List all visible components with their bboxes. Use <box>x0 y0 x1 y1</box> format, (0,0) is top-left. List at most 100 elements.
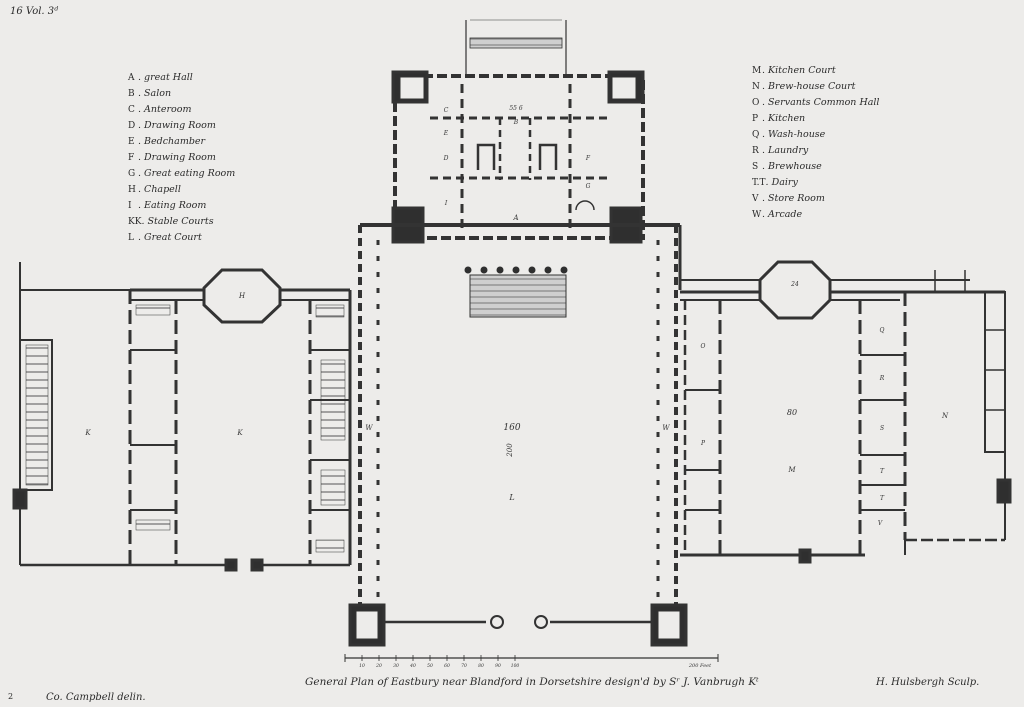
scale-tick-label: 80 <box>478 663 484 669</box>
label-room-T1: T <box>880 468 885 475</box>
legend-right-key: O <box>752 98 760 108</box>
label-room-E: E <box>443 130 449 137</box>
legend-separator: . <box>138 88 145 99</box>
label-room-I: I <box>444 200 448 207</box>
legend-left-entry: I. Eating Room <box>128 198 235 214</box>
legend-right-entry: W. Arcade <box>752 207 879 223</box>
legend-left-label: Eating Room <box>144 200 207 211</box>
legend-left-entry: D. Drawing Room <box>128 118 235 134</box>
legend-right-entry: V. Store Room <box>752 191 879 207</box>
legend-right-label: Brewhouse <box>768 161 822 172</box>
label-room-C: C <box>444 107 449 114</box>
scale-tick-label: 40 <box>409 663 416 669</box>
legend-left-entry: A. great Hall <box>128 70 235 86</box>
legend-separator: . <box>762 65 769 76</box>
legend-separator: . <box>762 81 769 92</box>
legend-right-key: S <box>752 162 759 172</box>
legend-right-key: Q <box>752 130 760 140</box>
label-room-R: R <box>879 375 885 382</box>
label-stable-court-2: K <box>236 429 243 437</box>
legend-separator: . <box>762 113 769 124</box>
label-kitchen-court-width: 80 <box>787 408 797 417</box>
legend-right-key: W <box>752 210 762 220</box>
label-kitchen-court: M <box>787 466 796 474</box>
legend-separator: . <box>138 104 145 115</box>
legend-right-label: Wash-house <box>768 129 826 140</box>
legend-left-key: L <box>128 233 134 243</box>
legend-right-label: Servants Common Hall <box>768 97 880 108</box>
label-room-O: O <box>701 343 706 350</box>
legend-right-key: T.T <box>752 178 766 188</box>
label-room-B: B <box>513 119 519 126</box>
label-octagon-right: 24 <box>790 281 799 288</box>
scale-tick-label: 60 <box>444 663 450 669</box>
stable-wing <box>12 262 352 572</box>
legend-right-entry: N. Brew-house Court <box>752 79 879 95</box>
legend-right-key: R <box>752 146 759 156</box>
scale-tick-label: 90 <box>495 663 501 669</box>
legend-separator: . <box>138 72 145 83</box>
legend-separator: . <box>138 232 145 243</box>
legend-separator: . <box>138 152 145 163</box>
scale-tick-label: 100 <box>511 663 520 669</box>
legend-left-label: great Hall <box>144 72 193 83</box>
legend-separator: . <box>762 129 769 140</box>
legend-left-label: Great eating Room <box>144 168 236 179</box>
legend-right-label: Kitchen Court <box>768 65 836 76</box>
legend-left-key: A <box>128 73 135 83</box>
legend-right-label: Arcade <box>768 209 803 220</box>
label-court-L: L <box>508 493 514 502</box>
legend-separator: . <box>765 177 772 188</box>
label-room-Q: Q <box>880 327 885 334</box>
legend-left-entry: B. Salon <box>128 86 235 102</box>
legend-right-label: Laundry <box>768 145 809 156</box>
main-house <box>391 19 645 244</box>
scale-tick-label: 30 <box>393 663 399 669</box>
legend-left-key: F <box>128 153 135 163</box>
label-arcade-left: W <box>365 424 373 432</box>
legend-right-entry: T.T. Dairy <box>752 175 879 191</box>
legend-left-label: Salon <box>144 88 172 99</box>
legend-left-label: Great Court <box>144 232 202 243</box>
label-room-G: G <box>586 183 591 190</box>
corner-mark: 2 <box>8 692 14 701</box>
legend-separator: . <box>138 136 145 147</box>
scale-tick-label: 70 <box>461 663 467 669</box>
label-room-D: D <box>443 155 449 162</box>
legend-separator: . <box>138 200 145 211</box>
legend-separator: . <box>762 97 769 108</box>
legend-right-key: M <box>752 66 762 76</box>
legend-left-entry: C. Anteroom <box>128 102 235 118</box>
label-salon-dim: 55 6 <box>509 105 523 112</box>
legend-right-key: P <box>752 114 759 124</box>
legend-right-entry: P. Kitchen <box>752 111 879 127</box>
legend-right-label: Dairy <box>771 177 798 188</box>
legend-left-key: D <box>128 121 136 131</box>
legend-left-label: Drawing Room <box>144 152 216 163</box>
legend-separator: . <box>762 161 769 172</box>
plan-labels: L 160 200 M 80 N K K H A 55 6 W W 24 P Q… <box>84 105 949 527</box>
legend-left-key: I <box>128 201 132 211</box>
kitchen-wing <box>678 225 1012 564</box>
legend-left-entry: G. Great eating Room <box>128 166 235 182</box>
engraver-credit: H. Hulsbergh Sculp. <box>876 677 980 688</box>
label-room-P: P <box>700 440 706 447</box>
legend-separator: . <box>138 184 145 195</box>
legend-separator: . <box>138 168 145 179</box>
delineator-credit: Co. Campbell delin. <box>46 692 146 703</box>
legend-separator: . <box>762 209 769 220</box>
legend-left-key: B <box>128 89 135 99</box>
legend-left-key: C <box>128 105 135 115</box>
legend-left-entry: L. Great Court <box>128 230 235 246</box>
scale-tick-label: 20 <box>375 663 382 669</box>
scale-tick-label: 50 <box>427 663 433 669</box>
label-court-L-width: 160 <box>503 423 520 433</box>
legend-left-label: Anteroom <box>144 104 192 115</box>
legend-right-entry: Q. Wash-house <box>752 127 879 143</box>
plate-number: 16 Vol. 3ᵈ <box>10 6 59 17</box>
legend-right-key: N <box>752 82 760 92</box>
label-brewhouse-court: N <box>941 412 949 420</box>
